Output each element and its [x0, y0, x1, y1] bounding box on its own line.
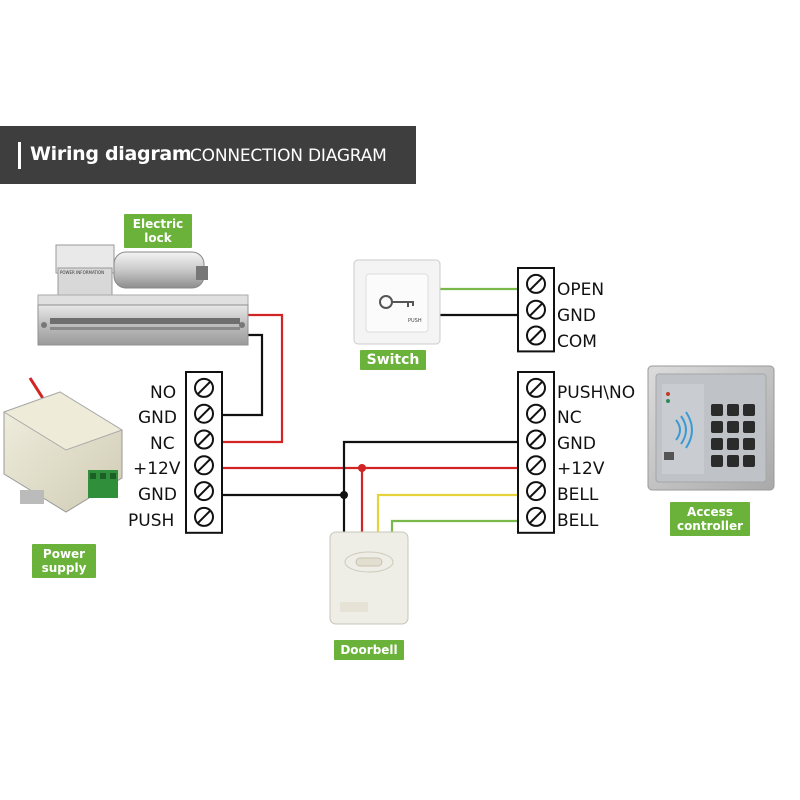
left-terminal-screw-slot — [197, 432, 211, 447]
switch-terminal-com: COM — [557, 332, 597, 352]
switch-terminal-open: OPEN — [557, 280, 605, 300]
left-terminal-push: PUSH — [128, 511, 175, 531]
keypad-key — [727, 404, 739, 416]
diagram-title: Wiring diagram — [30, 143, 192, 165]
doorbell-device — [329, 531, 409, 625]
switch-push-label: PUSH — [408, 318, 422, 324]
keypad-key — [743, 404, 755, 416]
terminal-block-right — [517, 371, 555, 534]
wire-lock-red — [220, 313, 284, 444]
left-terminal-screw-slot — [197, 406, 211, 421]
right-terminal-screw-slot — [529, 432, 543, 447]
right-terminal-screw-slot — [529, 458, 543, 473]
right-terminal-bell1: BELL — [557, 485, 599, 505]
switch-terminal-screw-slot — [529, 277, 543, 291]
banner-accent-bar — [18, 142, 21, 169]
wires — [220, 287, 520, 535]
terminal-block-switch — [517, 267, 555, 353]
left-terminal-gnd: GND — [138, 408, 177, 428]
right-terminal-screw-slot — [529, 406, 543, 421]
right-terminal-screw-slot — [529, 510, 543, 524]
left-terminal-screw-slot — [197, 484, 211, 498]
switch-terminal-screw-slot — [529, 328, 543, 343]
left-terminal-gnd2: GND — [138, 485, 177, 505]
keypad-key — [743, 421, 755, 433]
left-terminal-screw-slot — [197, 458, 211, 473]
junction-gnd — [340, 491, 348, 499]
right-terminal-housing — [517, 371, 555, 534]
electric-lock — [37, 244, 249, 346]
keypad-key — [711, 421, 723, 433]
right-terminal-screw-slot — [529, 381, 543, 395]
right-terminal-12v: +12V — [557, 459, 605, 479]
keypad-key — [727, 438, 739, 450]
wire-bell-green — [390, 519, 520, 535]
right-terminal-push-no: PUSH\NO — [557, 383, 636, 403]
left-terminal-12v: +12V — [133, 459, 181, 479]
keypad — [711, 404, 755, 467]
header-banner: Wiring diagram CONNECTION DIAGRAM — [0, 126, 416, 184]
wire-gnd-right — [342, 440, 520, 495]
keypad-key — [711, 455, 723, 467]
keypad-key — [743, 438, 755, 450]
left-terminal-housing — [185, 371, 223, 534]
right-terminal-screw-slot — [529, 484, 543, 498]
keypad-key — [743, 455, 755, 467]
exit-switch-device — [353, 259, 441, 345]
wire-bell-yellow — [376, 493, 520, 535]
right-terminal-gnd: GND — [557, 434, 596, 454]
right-terminal-bell2: BELL — [557, 511, 599, 531]
keypad-key — [711, 404, 723, 416]
left-terminal-nc: NC — [150, 434, 175, 454]
power-supply-device — [2, 377, 124, 513]
left-terminal-screw-slot — [197, 510, 211, 524]
wire-lock-black — [220, 333, 264, 417]
tag-electric-lock: Electric lock — [124, 214, 192, 248]
switch-terminal-gnd: GND — [557, 306, 596, 326]
tag-power-supply: Power supply — [32, 544, 96, 578]
terminal-block-left — [185, 371, 223, 534]
tag-access-controller: Access controller — [670, 502, 750, 536]
keypad-key — [711, 438, 723, 450]
right-terminal-nc: NC — [557, 408, 582, 428]
power-info-label: POWER INFORMATION — [60, 270, 104, 275]
left-terminal-screw-slot — [197, 381, 211, 395]
keypad-key — [727, 421, 739, 433]
tag-doorbell: Doorbell — [334, 640, 404, 660]
switch-terminal-screw-slot — [529, 302, 543, 317]
tag-switch: Switch — [360, 350, 426, 370]
left-terminal-no: NO — [150, 383, 177, 403]
keypad-key — [727, 455, 739, 467]
junction-12v — [358, 464, 366, 472]
diagram-subtitle: CONNECTION DIAGRAM — [190, 146, 387, 166]
